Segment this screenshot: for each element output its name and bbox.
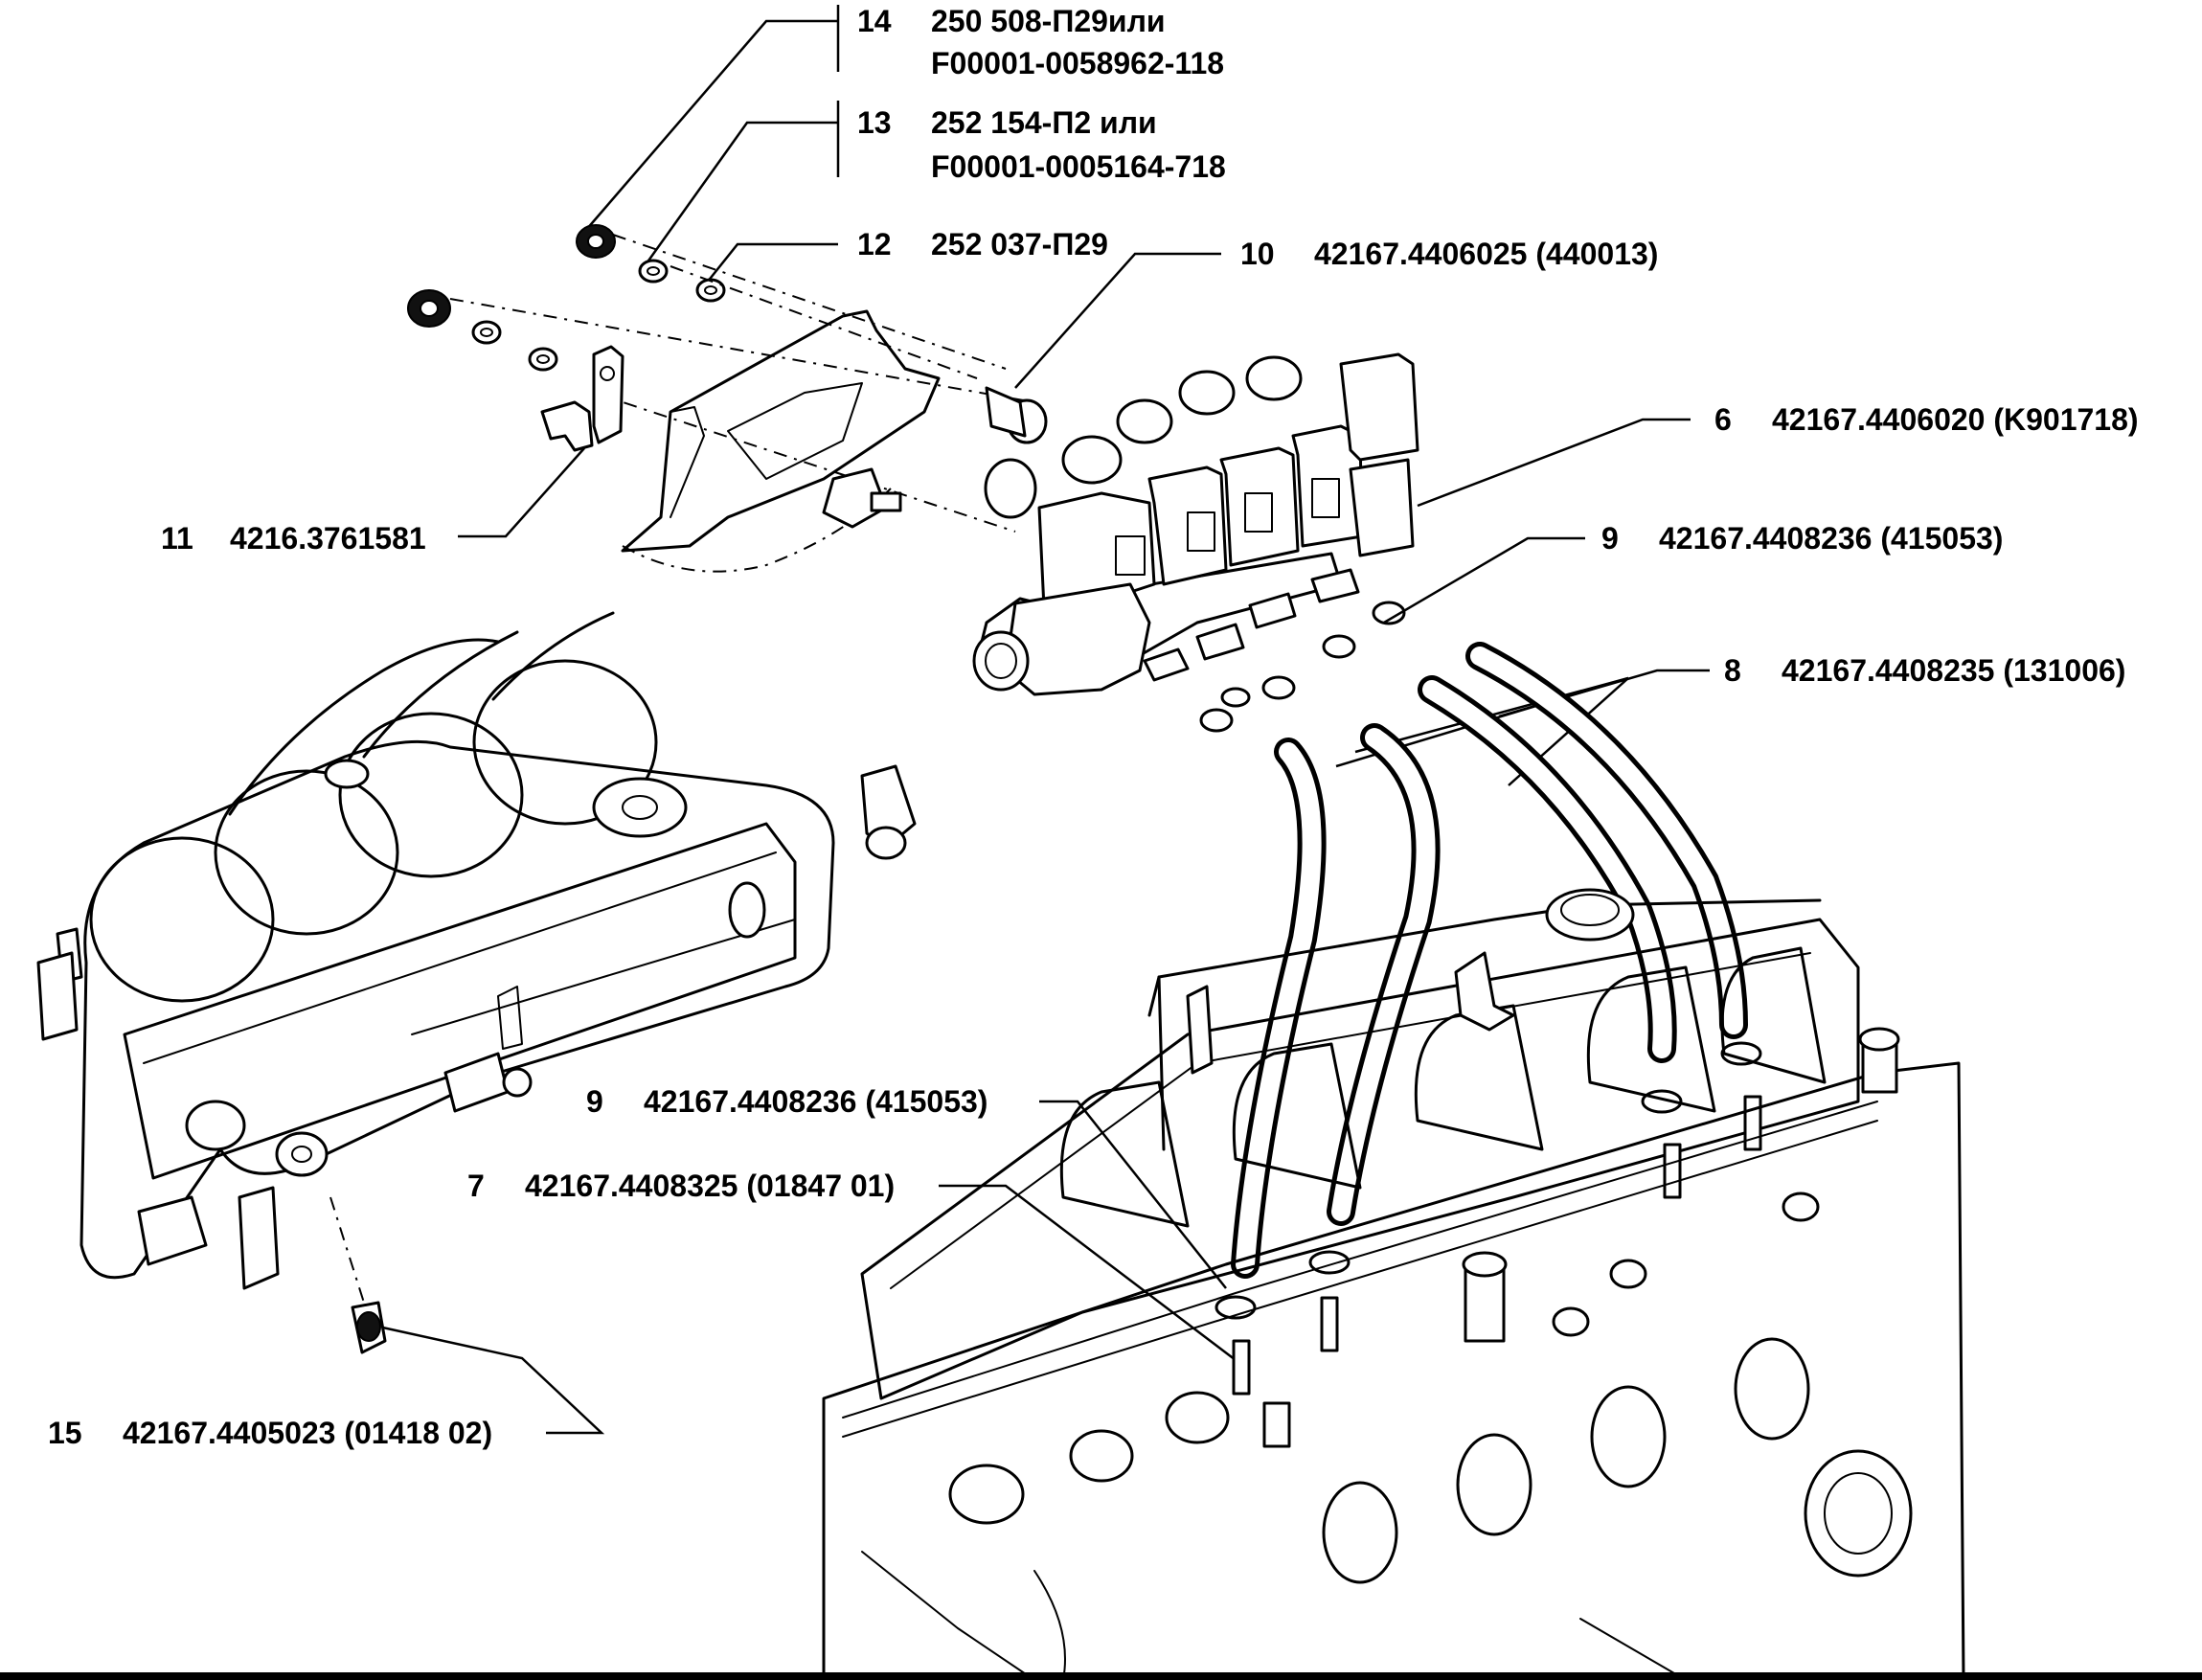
callout-10-part: 42167.4406025 (440013) (1314, 235, 1658, 273)
washer-13-lower (471, 320, 502, 345)
nut-14-lower (407, 289, 451, 328)
callout-15: 15 (48, 1414, 82, 1452)
fuel-hoses (1231, 642, 1748, 1279)
part-number: 42167.4406025 (440013) (1314, 237, 1659, 271)
part-number: 252 154-П2 или (931, 105, 1157, 140)
callout-number: 13 (857, 105, 892, 140)
callout-7-part: 42167.4408325 (01847 01) (525, 1167, 895, 1205)
leader-11 (458, 447, 585, 538)
nuts-and-washers (407, 224, 1035, 533)
part-number: 42167.4408235 (131006) (1782, 653, 2126, 688)
callout-6: 6 (1714, 400, 1732, 439)
callout-11: 11 (161, 519, 193, 557)
part-number: 42167.4406020 (K901718) (1772, 402, 2139, 437)
part-number: 42167.4405023 (01418 02) (123, 1416, 493, 1450)
leader-9-top (1383, 536, 1585, 624)
callout-11-part: 4216.3761581 (230, 519, 426, 557)
callout-number: 11 (161, 521, 193, 556)
callout-number: 7 (467, 1169, 485, 1203)
callout-14-part: 250 508-П29или (931, 2, 1166, 40)
leader-9-bottom (1039, 1100, 1227, 1289)
callout-13-alt-part: F00001-0005164-718 (931, 148, 1226, 186)
callout-9-bottom: 9 (586, 1082, 603, 1121)
outlet-nipples (1143, 568, 1360, 682)
callout-number: 10 (1240, 237, 1275, 271)
alt-part-number: F00001-0058962-118 (931, 46, 1225, 80)
callout-8-part: 42167.4408235 (131006) (1782, 651, 2125, 690)
part-number: 42167.4408325 (01847 01) (525, 1169, 896, 1203)
washer-13-upper (638, 259, 669, 284)
callout-number: 14 (857, 4, 892, 38)
callout-number: 9 (586, 1084, 603, 1119)
callout-7: 7 (467, 1167, 485, 1205)
bottom-rule (0, 1672, 2202, 1680)
part-number: 250 508-П29или (931, 4, 1166, 38)
callout-number: 15 (48, 1416, 82, 1450)
callout-number: 12 (857, 227, 892, 261)
callout-15-part: 42167.4405023 (01418 02) (123, 1414, 492, 1452)
callout-14: 14 (857, 2, 892, 40)
leader-7 (939, 1184, 1237, 1361)
callout-13: 13 (857, 103, 892, 142)
hose-clamps-upper (1199, 601, 1406, 733)
leader-6 (1417, 418, 1691, 508)
inlet-fitting (822, 386, 1048, 529)
callout-number: 8 (1724, 653, 1741, 688)
part-number: 4216.3761581 (230, 521, 426, 556)
intake-manifold (36, 611, 917, 1354)
callout-9-top: 9 (1601, 519, 1619, 557)
vacuum-fitting (329, 1196, 387, 1354)
callout-13-part: 252 154-П2 или (931, 103, 1157, 142)
leader-13 (645, 121, 838, 264)
callout-12: 12 (857, 225, 892, 263)
leader-15 (377, 1325, 605, 1435)
callout-10: 10 (1240, 235, 1275, 273)
callout-9-bottom-part: 42167.4408236 (415053) (644, 1082, 987, 1121)
leader-12 (706, 242, 838, 284)
leader-10 (1014, 252, 1221, 389)
callout-9-top-part: 42167.4408236 (415053) (1659, 519, 2003, 557)
engine-head (822, 888, 1965, 1680)
leader-lines (377, 5, 1710, 1435)
washer-12-upper (695, 278, 726, 303)
callout-6-part: 42167.4406020 (K901718) (1772, 400, 2139, 439)
callout-12-part: 252 037-П29 (931, 225, 1108, 263)
injector-rail (822, 352, 1419, 733)
callout-14-alt-part: F00001-0058962-118 (931, 44, 1224, 82)
callout-number: 9 (1601, 521, 1619, 556)
part-number: 252 037-П29 (931, 227, 1108, 261)
callout-8: 8 (1724, 651, 1741, 690)
callout-number: 6 (1714, 402, 1732, 437)
part-number: 42167.4408236 (415053) (1659, 521, 2004, 556)
leader-14 (585, 19, 838, 231)
part-number: 42167.4408236 (415053) (644, 1084, 988, 1119)
nut-14-upper (576, 224, 616, 259)
heat-shield (621, 309, 941, 573)
alt-part-number: F00001-0005164-718 (931, 149, 1226, 184)
mounting-bracket (540, 345, 624, 452)
washer-12-lower (528, 347, 558, 372)
